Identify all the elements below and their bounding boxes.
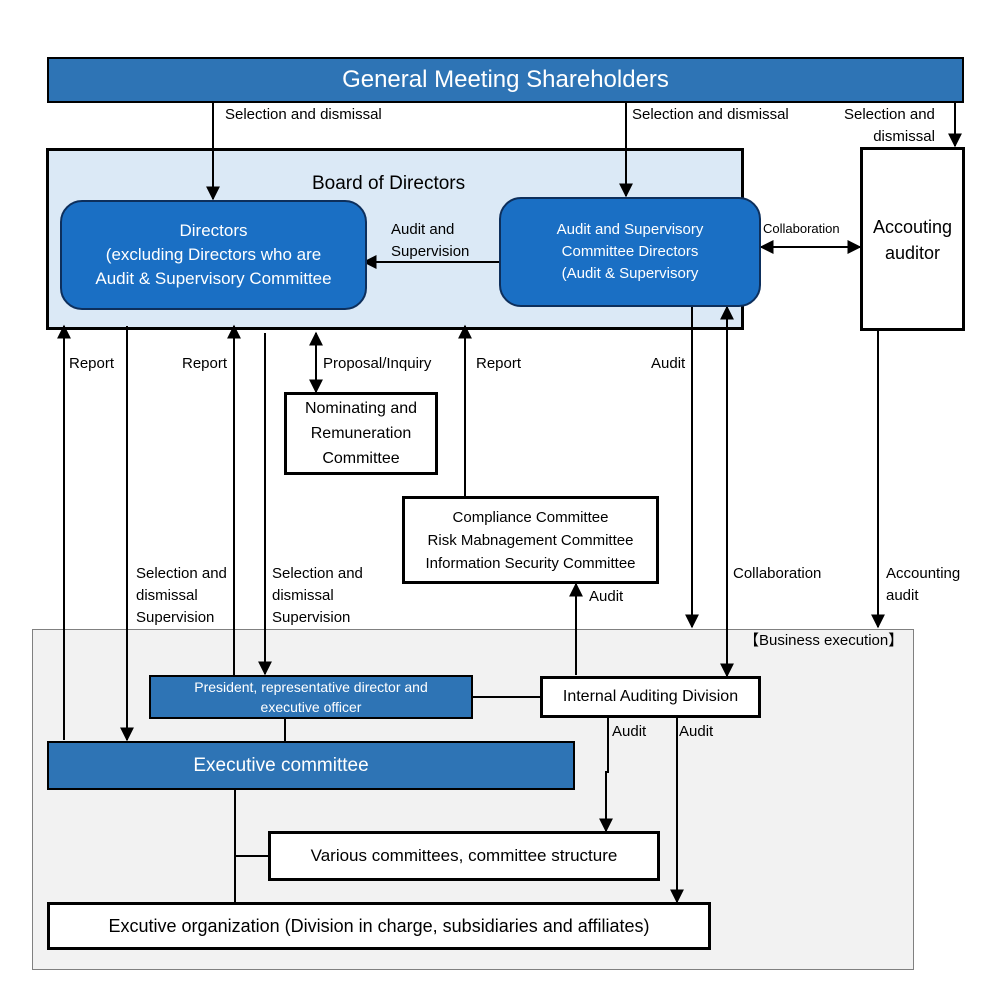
shareholders-title: General Meeting Shareholders [342, 66, 669, 93]
label-audit-supervision-line-2: Supervision [391, 243, 470, 260]
label-sel-sup-1-line-3: Supervision [136, 609, 215, 626]
executive-committee-box: Executive committee [47, 741, 575, 790]
auditor-line-2: auditor [884, 243, 941, 263]
label-sel-dis-3-line-2: dismissal [873, 128, 935, 145]
internal-auditing-label: Internal Auditing Division [562, 688, 739, 705]
label-audit-compliance: Audit [589, 588, 624, 605]
label-collaboration-top: Collaboration [763, 221, 840, 236]
executive-organization-box: Excutive organization (Division in charg… [47, 902, 711, 950]
audit-committee-line-2: Committee Directors [561, 243, 699, 260]
directors-line-1: Directors [179, 221, 248, 240]
label-sel-sup-2-line-1: Selection and [272, 565, 363, 582]
label-report-3: Report [476, 355, 522, 372]
audit-committee-line-3: (Audit & Supervisory [561, 265, 699, 282]
various-committees-label: Various committees, committee structure [310, 846, 618, 865]
label-selection-supervision-1: Selection and dismissal Supervision [136, 563, 227, 629]
label-accounting-audit-line-1: Accounting [886, 565, 961, 582]
label-accounting-audit: Accounting audit [886, 563, 960, 607]
label-selection-dismissal-1: Selection and dismissal [225, 106, 382, 123]
label-accounting-audit-line-2: audit [886, 587, 919, 604]
label-sel-dis-3-line-1: Selection and [844, 106, 935, 123]
label-selection-supervision-2: Selection and dismissal Supervision [272, 563, 363, 629]
president-line-1: President, representative director and [194, 679, 428, 695]
label-report-1: Report [69, 355, 115, 372]
arrow-audit-various [599, 718, 613, 833]
shareholders-box: General Meeting Shareholders [47, 57, 964, 103]
audit-committee-box: Audit and Supervisory Committee Director… [499, 197, 761, 307]
label-report-2: Report [182, 355, 228, 372]
nominating-line-3: Committee [322, 450, 400, 467]
label-audit-1: Audit [651, 355, 686, 372]
label-audit-supervision: Audit and Supervision [391, 219, 469, 263]
president-line-2: executive officer [260, 699, 362, 715]
nominating-committee-box: Nominating and Remuneration Committee [284, 392, 438, 475]
nominating-line-1: Nominating and [304, 400, 418, 417]
executive-committee-label: Executive committee [193, 754, 369, 776]
auditor-line-1: Accouting [872, 217, 953, 237]
internal-auditing-box: Internal Auditing Division [540, 676, 761, 718]
compliance-line-3: Information Security Committee [425, 554, 636, 572]
compliance-committees-box: Compliance Committee Risk Mabnagement Co… [402, 496, 659, 584]
executive-organization-label: Excutive organization (Division in charg… [108, 915, 650, 936]
label-sel-sup-2-line-2: dismissal [272, 587, 334, 604]
label-proposal-inquiry: Proposal/Inquiry [323, 355, 432, 372]
business-execution-label: 【Business execution】 [744, 632, 904, 649]
accounting-auditor-box: Accouting auditor [860, 147, 965, 331]
compliance-line-2: Risk Mabnagement Committee [427, 531, 634, 549]
label-sel-sup-2-line-3: Supervision [272, 609, 351, 626]
label-selection-dismissal-2: Selection and dismissal [632, 106, 789, 123]
directors-line-2: (excluding Directors who are [105, 245, 322, 264]
label-sel-sup-1-line-1: Selection and [136, 565, 227, 582]
president-box: President, representative director and e… [149, 675, 473, 719]
label-audit-supervision-line-1: Audit and [391, 221, 455, 238]
directors-box: Directors (excluding Directors who are A… [60, 200, 367, 310]
nominating-line-2: Remuneration [310, 425, 412, 442]
label-selection-dismissal-3: Selection and dismissal [844, 104, 935, 148]
audit-committee-line-1: Audit and Supervisory [556, 221, 704, 238]
label-collaboration-mid: Collaboration [733, 565, 822, 582]
compliance-line-1: Compliance Committee [452, 508, 609, 526]
directors-line-3: Audit & Supervisory Committee [95, 269, 332, 288]
label-audit-right: Audit [679, 723, 714, 740]
board-title: Board of Directors [312, 173, 466, 194]
label-sel-sup-1-line-2: dismissal [136, 587, 198, 604]
label-audit-left: Audit [612, 723, 647, 740]
various-committees-box: Various committees, committee structure [268, 831, 660, 881]
